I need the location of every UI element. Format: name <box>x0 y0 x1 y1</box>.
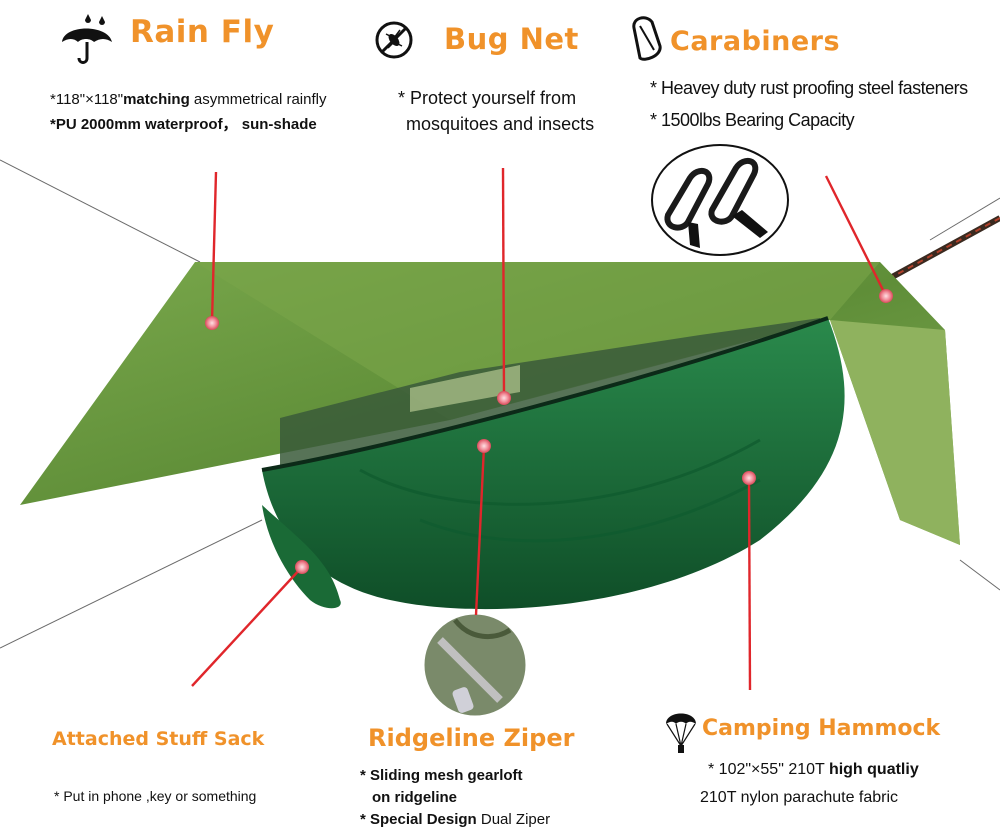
carabiners-title: Carabiners <box>670 26 841 57</box>
no-mosquito-icon <box>375 21 413 59</box>
umbrella-rain-icon <box>62 14 112 64</box>
stuff-sack <box>262 505 341 609</box>
bug-net-line-1: * Protect yourself from <box>398 88 577 108</box>
guy-lines <box>0 159 1000 649</box>
hammock-body <box>262 318 845 610</box>
camping-hammock-line-2: 210T nylon parachute fabric <box>700 789 899 806</box>
ridgeline-zipper-line-1: * Sliding mesh gearloft <box>360 767 523 784</box>
carabiner-inset <box>651 144 789 256</box>
camping-hammock-line-1: * 102"×55" 210T high quatliy <box>708 761 919 778</box>
rain-fly-line-1: *118"×118"matching asymmetrical rainfly <box>50 91 327 108</box>
rain-fly-title: Rain Fly <box>130 14 275 50</box>
ridgeline-zipper-line-2: on ridgeline <box>372 789 458 806</box>
rain-fly-line-2: *PU 2000mm waterproof， sun-shade <box>50 116 317 133</box>
carabiner-icon <box>632 16 662 61</box>
stuff-sack-title: Attached Stuff Sack <box>52 728 265 750</box>
bug-net-mesh <box>280 318 820 470</box>
carabiners-line-2: * 1500lbs Bearing Capacity <box>650 110 855 130</box>
pointer-dots <box>205 289 893 574</box>
bug-net-title: Bug Net <box>444 22 579 56</box>
bug-net-line-2: mosquitoes and insects <box>406 114 595 134</box>
ridgeline-zipper-line-3: * Special Design Dual Ziper <box>360 811 551 828</box>
camping-hammock-title: Camping Hammock <box>702 716 941 741</box>
pointer-lines <box>191 167 888 691</box>
zipper-inset <box>421 611 529 719</box>
ridgeline-zipper-title: Ridgeline Ziper <box>368 724 575 752</box>
carabiners-line-1: * Heavey duty rust proofing steel fasten… <box>650 78 968 98</box>
stuff-sack-line-1: * Put in phone ,key or something <box>54 788 257 804</box>
parachute-icon <box>666 713 696 753</box>
